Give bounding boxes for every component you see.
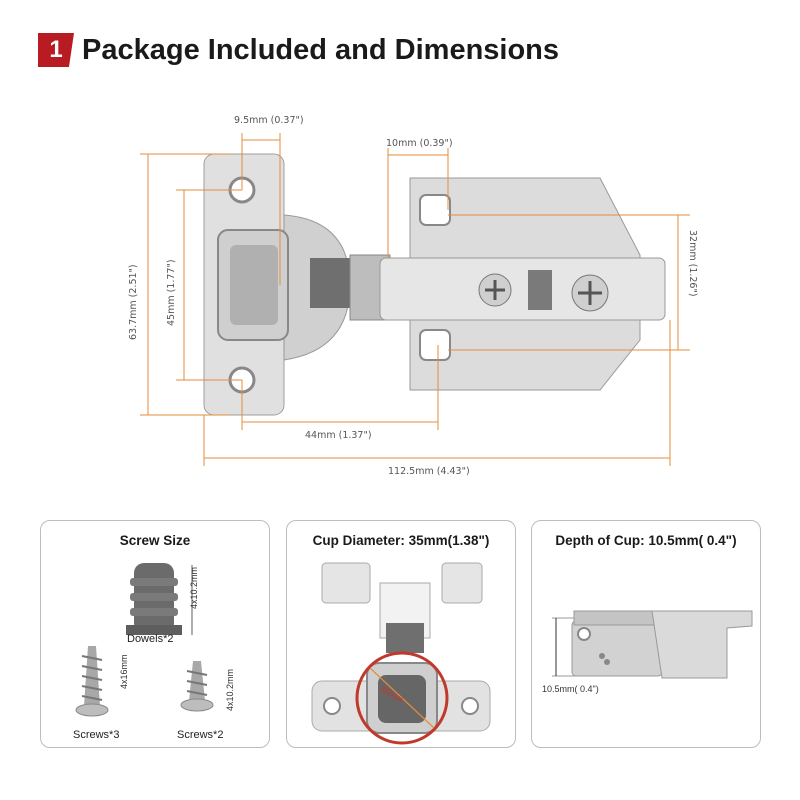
step-badge: 1	[38, 33, 74, 67]
cup-depth-card: Depth of Cup: 10.5mm( 0.4") 10.5mm( 0.4"…	[531, 520, 761, 748]
hinge-cup-image	[311, 562, 491, 745]
hinge-spring	[310, 258, 350, 308]
screw-short-size: 4x10.2mm	[225, 668, 235, 711]
dowel-icon	[126, 563, 193, 635]
dim-top-right: 10mm (0.39")	[386, 138, 453, 149]
dim-top-small: 9.5mm (0.37")	[234, 115, 304, 126]
screw-long-icon	[75, 646, 109, 717]
screw-long-label: Screws*3	[73, 729, 120, 741]
dowel-size: 4x10.2mm	[189, 566, 199, 609]
cup-diameter-circle	[355, 651, 449, 745]
hinge-side-image	[552, 610, 753, 679]
screw-card-title: Screw Size	[119, 533, 191, 548]
cup-card-title: Cup Diameter: 35mm(1.38")	[312, 533, 490, 548]
dim-bottom-outer: 112.5mm (4.43")	[388, 466, 470, 477]
depth-card-title: Depth of Cup: 10.5mm( 0.4")	[555, 533, 737, 548]
depth-label: 10.5mm( 0.4")	[542, 684, 599, 694]
page-title: Package Included and Dimensions	[82, 33, 560, 66]
dim-left-inner: 45mm (1.77")	[166, 259, 177, 326]
screw-size-card: Screw Size 4x10.2mm Dowels*2 4x16mm Scre…	[40, 520, 270, 748]
screw-short-icon	[180, 661, 214, 712]
cup-diameter-card: Cup Diameter: 35mm(1.38") 35mm	[286, 520, 516, 748]
dim-left-outer: 63.7mm (2.51")	[128, 264, 139, 340]
page-header: 1 Package Included and Dimensions	[38, 30, 559, 70]
screw-long-size: 4x16mm	[119, 654, 129, 689]
dimension-lines	[140, 133, 690, 466]
dim-right: 32mm (1.26")	[687, 230, 698, 297]
screw-short-label: Screws*2	[177, 729, 224, 741]
hinge-drawing	[140, 133, 690, 466]
dowel-label: Dowels*2	[127, 633, 174, 645]
dim-bottom-inner: 44mm (1.37")	[305, 430, 372, 441]
